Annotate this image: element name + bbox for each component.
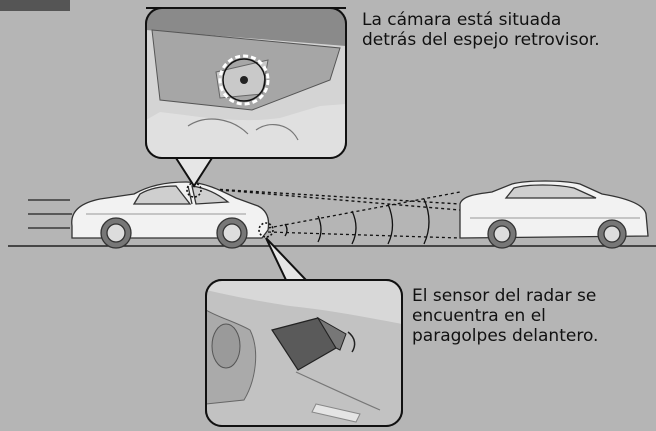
car-ahead xyxy=(459,180,649,249)
radar-detection-beam xyxy=(267,191,461,245)
own-car xyxy=(71,181,270,249)
radar-location-marker xyxy=(258,222,274,238)
radar-caption: El sensor del radar se encuentra en el p… xyxy=(412,286,599,346)
speed-lines xyxy=(28,199,72,229)
camera-highlight-circle xyxy=(218,54,270,106)
corner-tab xyxy=(0,0,70,11)
camera-callout xyxy=(145,7,347,188)
camera-field-of-view xyxy=(195,187,461,211)
camera-caption: La cámara está situada detrás del espejo… xyxy=(362,10,600,50)
radar-callout xyxy=(205,237,403,427)
